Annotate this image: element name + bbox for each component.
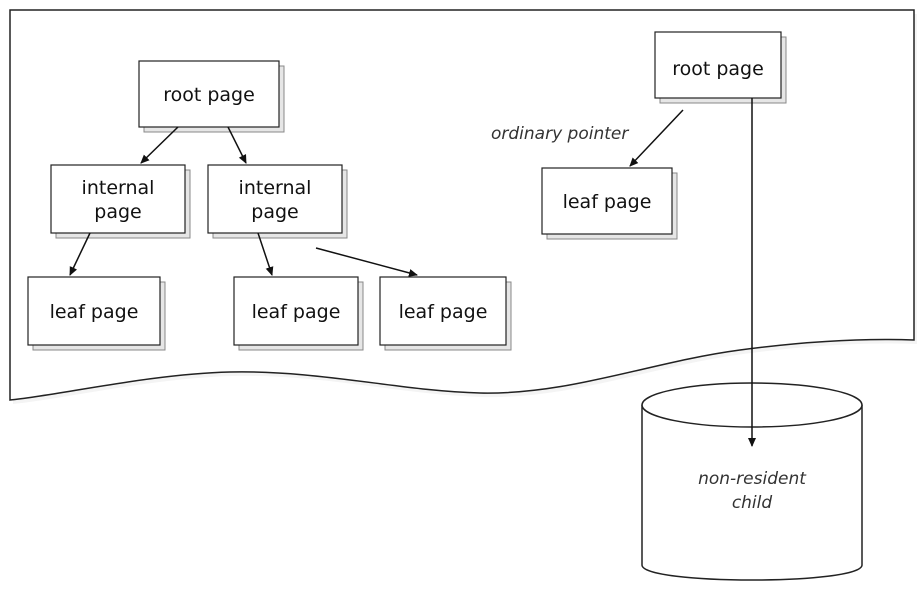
arrow-internal-left-to-leaf-1 xyxy=(69,232,91,276)
leaf-page-2: leaf page xyxy=(233,276,364,351)
internal-page-right: internal page xyxy=(207,164,348,239)
arrow-internal-right-to-leaf-2 xyxy=(257,232,274,276)
right-root-label: root page xyxy=(672,58,764,80)
disk-cylinder: non-resident child xyxy=(641,382,863,581)
leaf-page-3: leaf page xyxy=(379,276,512,351)
internal-left-label-1: internal xyxy=(82,177,155,199)
ordinary-pointer-label: ordinary pointer xyxy=(491,124,629,144)
internal-right-label-2: page xyxy=(251,201,298,223)
internal-right-label-1: internal xyxy=(239,177,312,199)
disk-label-line1: non-resident xyxy=(698,469,807,489)
leaf-3-label: leaf page xyxy=(399,301,488,323)
internal-left-label-2: page xyxy=(94,201,141,223)
arrow-root-to-internal-right xyxy=(227,126,247,164)
arrows xyxy=(69,98,756,447)
leaf-2-label: leaf page xyxy=(252,301,341,323)
arrow-right-root-to-leaf xyxy=(629,109,684,167)
arrow-internal-right-to-leaf-3 xyxy=(315,247,418,277)
internal-page-left: internal page xyxy=(50,164,191,239)
disk-label-line2: child xyxy=(732,493,773,513)
leaf-page-1: leaf page xyxy=(27,276,166,351)
left-root-page: root page xyxy=(138,60,285,133)
right-leaf-label: leaf page xyxy=(563,191,652,213)
right-root-page: root page xyxy=(654,31,787,104)
right-leaf-page: leaf page xyxy=(541,167,678,240)
left-root-label: root page xyxy=(163,84,255,106)
arrow-root-to-internal-left xyxy=(140,126,179,164)
leaf-1-label: leaf page xyxy=(50,301,139,323)
